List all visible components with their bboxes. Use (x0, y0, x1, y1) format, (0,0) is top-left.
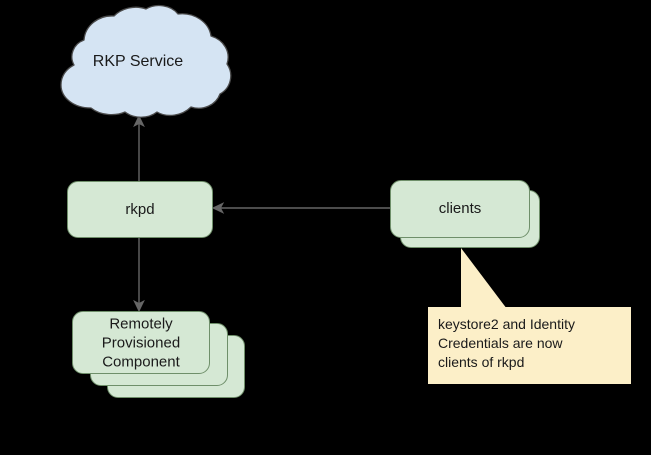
cloud-shape (60, 4, 232, 118)
node-rkpd[interactable]: rkpd (67, 181, 213, 238)
rpc-stack-layer-front: Remotely Provisioned Component (72, 311, 210, 374)
node-label-clients: clients (438, 200, 482, 217)
edge-rkpd-to-rpc (133, 238, 145, 313)
edge-rkpd-to-cloud (133, 114, 145, 181)
node-remotely-provisioned-component[interactable]: Remotely Provisioned Component (72, 311, 250, 401)
node-clients[interactable]: clients (390, 180, 540, 248)
note-callout-text: keystore2 and Identity Credentials are n… (438, 316, 575, 370)
note-callout[interactable]: keystore2 and Identity Credentials are n… (428, 307, 631, 384)
node-label-rkpd: rkpd (125, 200, 155, 218)
node-rkp-service[interactable]: RKP Service (44, 4, 232, 120)
clients-stack-layer-front: clients (390, 180, 530, 238)
edge-clients-to-rkpd (211, 202, 390, 214)
note-callout-tail (461, 248, 507, 309)
node-label-remotely-provisioned-component: Remotely Provisioned Component (101, 315, 181, 370)
